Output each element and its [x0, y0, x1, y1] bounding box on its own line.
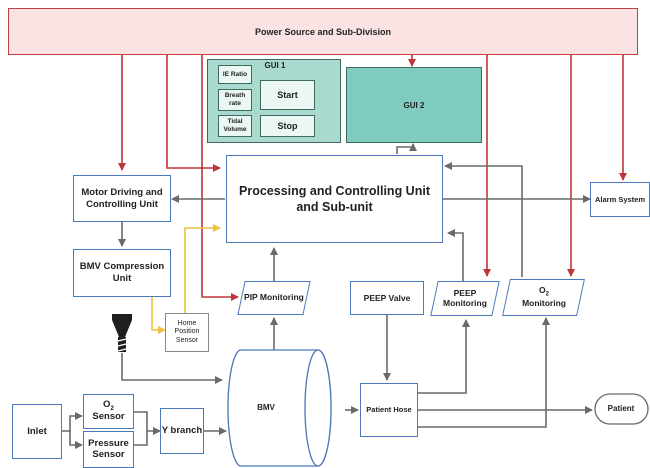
peep-valve-label: PEEP Valve: [363, 293, 411, 303]
patient-label: Patient: [607, 404, 635, 413]
pressure-sensor: Pressure Sensor: [83, 431, 134, 468]
start-button-label: Start: [277, 90, 298, 100]
o2-monitoring-rest: Monitoring: [521, 297, 566, 308]
inlet: Inlet: [12, 404, 62, 459]
sensor-lines: [151, 224, 221, 334]
patient-hose: Patient Hose: [360, 383, 418, 437]
power-source-label: Power Source and Sub-Division: [254, 26, 392, 37]
gui2-panel: GUI 2: [346, 67, 482, 143]
y-branch-label: Y branch: [161, 425, 203, 437]
stop-button[interactable]: Stop: [260, 115, 315, 137]
y-branch: Y branch: [160, 408, 204, 454]
o2-sensor-label: O2 Sensor: [92, 398, 125, 423]
home-position-sensor: Home Position Sensor: [165, 313, 209, 352]
peep-monitoring-label: PEEP Monitoring: [443, 287, 487, 308]
motor-driving-unit: Motor Driving and Controlling Unit: [73, 175, 171, 222]
breath-rate-field[interactable]: Breath rate: [218, 89, 252, 111]
o2-sensor-rest: Sensor: [92, 411, 125, 423]
pressure-sensor-label: Pressure Sensor: [88, 437, 129, 460]
breath-rate-label: Breath rate: [224, 92, 246, 107]
tidal-volume-field[interactable]: Tidal Volume: [218, 115, 252, 137]
motor-driving-label: Motor Driving and Controlling Unit: [81, 186, 163, 210]
o2-monitoring: O2 Monitoring: [502, 279, 585, 316]
o2-sensor-o: O: [102, 398, 111, 410]
peep-valve: PEEP Valve: [350, 281, 424, 315]
alarm-system: Alarm System: [590, 182, 650, 217]
o2-monitoring-label: O2 Monitoring: [521, 285, 566, 308]
o2-monitoring-o: O: [538, 285, 546, 296]
ie-ratio-field[interactable]: IE Ratio: [218, 65, 252, 84]
ie-ratio-label: IE Ratio: [222, 71, 248, 78]
processing-unit-label: Processing and Controlling Unit and Sub-…: [239, 183, 430, 214]
gui1-title: GUI 1: [264, 61, 286, 70]
lead-screw-icon: [112, 314, 132, 352]
stop-button-label: Stop: [277, 121, 298, 131]
bmv-compression-unit: BMV Compression Unit: [73, 249, 171, 297]
pip-monitoring-label: PIP Monitoring: [244, 292, 304, 303]
patient-shape: [594, 393, 649, 425]
alarm-system-label: Alarm System: [594, 195, 646, 204]
patient-hose-label: Patient Hose: [366, 405, 412, 415]
gui2-label: GUI 2: [403, 100, 425, 110]
pip-monitoring: PIP Monitoring: [237, 281, 311, 315]
inlet-label: Inlet: [27, 426, 47, 437]
bmv-cylinder: [227, 349, 332, 467]
processing-unit: Processing and Controlling Unit and Sub-…: [226, 155, 443, 243]
bmv-label: BMV: [257, 403, 275, 412]
bmv-compression-label: BMV Compression Unit: [79, 261, 165, 284]
power-source-bar: Power Source and Sub-Division: [8, 8, 638, 55]
data-lines: [62, 143, 593, 449]
start-button[interactable]: Start: [260, 80, 315, 110]
peep-monitoring: PEEP Monitoring: [430, 281, 500, 316]
home-position-sensor-label: Home Position Sensor: [174, 319, 200, 344]
o2-sensor: O2 Sensor: [83, 394, 134, 429]
tidal-volume-label: Tidal Volume: [223, 118, 247, 133]
o2-sensor-sub: 2: [110, 404, 114, 412]
